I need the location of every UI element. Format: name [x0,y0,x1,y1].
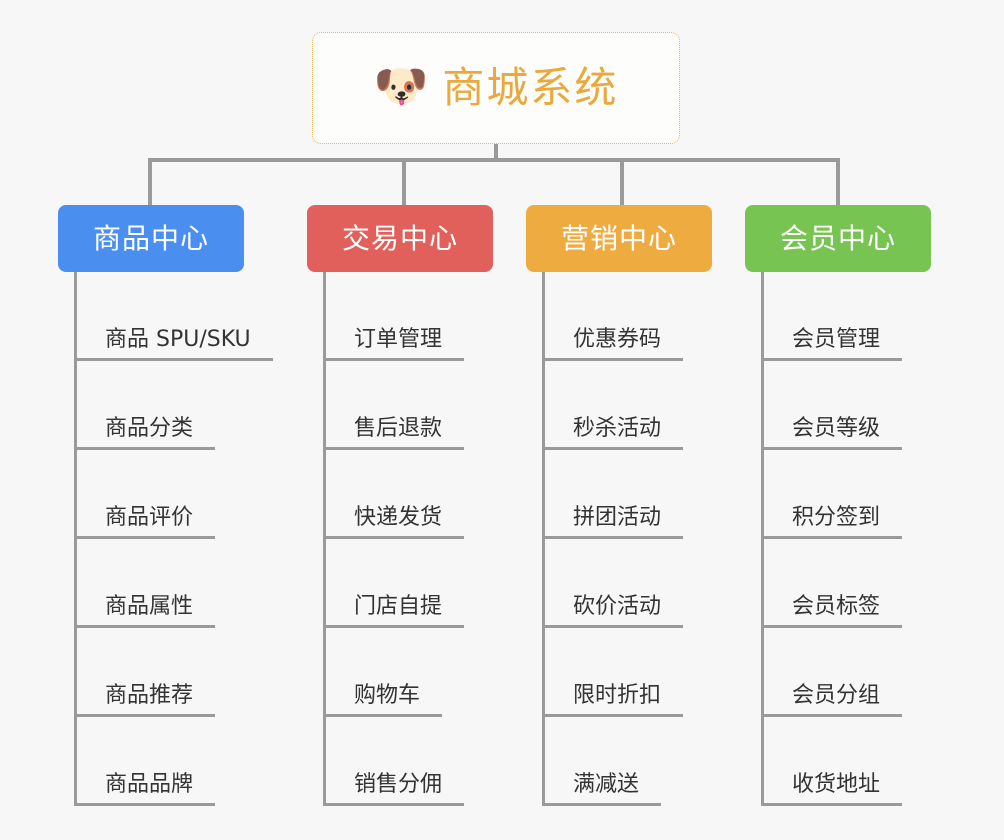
category-column-trade: 交易中心 订单管理 售后退款 快递发货 门店自提 购物车 销售分佣 [307,205,493,806]
list-item[interactable]: 订单管理 [307,272,493,361]
category-spine [74,272,77,806]
branch-drop-connector-3 [620,160,624,207]
list-item-label: 砍价活动 [545,594,684,628]
list-item-label: 会员分组 [764,683,903,717]
category-header-label: 营销中心 [560,221,677,255]
list-item[interactable]: 商品评价 [58,450,244,539]
list-item-label: 快递发货 [326,505,465,539]
category-header-trade[interactable]: 交易中心 [307,205,493,272]
category-column-marketing: 营销中心 优惠券码 秒杀活动 拼团活动 砍价活动 限时折扣 满减送 [526,205,712,806]
root-trunk-connector [494,144,498,162]
category-children-trade: 订单管理 售后退款 快递发货 门店自提 购物车 销售分佣 [307,272,493,806]
list-item[interactable]: 快递发货 [307,450,493,539]
category-header-marketing[interactable]: 营销中心 [526,205,712,272]
list-item[interactable]: 会员管理 [745,272,931,361]
list-item[interactable]: 商品属性 [58,539,244,628]
list-item[interactable]: 拼团活动 [526,450,712,539]
category-children-marketing: 优惠券码 秒杀活动 拼团活动 砍价活动 限时折扣 满减送 [526,272,712,806]
list-item-label: 满减送 [545,772,662,806]
list-item[interactable]: 商品分类 [58,361,244,450]
branch-drop-connector-2 [402,160,406,207]
list-item-label: 销售分佣 [326,772,465,806]
category-spine [542,272,545,806]
category-column-member: 会员中心 会员管理 会员等级 积分签到 会员标签 会员分组 收货地址 [745,205,931,806]
category-spine [323,272,326,806]
list-item-label: 商品 SPU/SKU [77,327,273,361]
list-item-label: 会员管理 [764,327,903,361]
list-item[interactable]: 购物车 [307,628,493,717]
list-item[interactable]: 积分签到 [745,450,931,539]
list-item-label: 收货地址 [764,772,903,806]
branch-drop-connector-4 [836,160,840,207]
list-item-label: 商品推荐 [77,683,216,717]
list-item-label: 商品评价 [77,505,216,539]
list-item[interactable]: 商品推荐 [58,628,244,717]
list-item-label: 秒杀活动 [545,416,684,450]
list-item[interactable]: 商品 SPU/SKU [58,272,273,361]
list-item-label: 售后退款 [326,416,465,450]
category-spine [761,272,764,806]
list-item-label: 积分签到 [764,505,903,539]
list-item[interactable]: 商品品牌 [58,717,244,806]
list-item[interactable]: 限时折扣 [526,628,712,717]
root-node[interactable]: 🐶 商城系统 [312,32,680,144]
list-item-label: 拼团活动 [545,505,684,539]
list-item-label: 商品属性 [77,594,216,628]
category-header-label: 会员中心 [779,221,896,255]
category-children-member: 会员管理 会员等级 积分签到 会员标签 会员分组 收货地址 [745,272,931,806]
list-item[interactable]: 秒杀活动 [526,361,712,450]
category-header-label: 商品中心 [92,221,209,255]
category-header-product[interactable]: 商品中心 [58,205,244,272]
category-header-label: 交易中心 [341,221,458,255]
list-item[interactable]: 收货地址 [745,717,931,806]
list-item-label: 门店自提 [326,594,465,628]
root-title: 商城系统 [442,63,619,112]
list-item[interactable]: 砍价活动 [526,539,712,628]
branch-bus-connector [148,158,840,162]
category-header-member[interactable]: 会员中心 [745,205,931,272]
list-item-label: 限时折扣 [545,683,684,717]
list-item[interactable]: 售后退款 [307,361,493,450]
branch-drop-connector-1 [148,160,152,207]
list-item-label: 商品品牌 [77,772,216,806]
list-item[interactable]: 优惠券码 [526,272,712,361]
list-item-label: 会员等级 [764,416,903,450]
shiba-dog-face-icon: 🐶 [373,61,429,112]
list-item-label: 订单管理 [326,327,465,361]
category-children-product: 商品 SPU/SKU 商品分类 商品评价 商品属性 商品推荐 商品品牌 [58,272,273,806]
list-item-label: 购物车 [326,683,443,717]
list-item-label: 优惠券码 [545,327,684,361]
list-item[interactable]: 会员等级 [745,361,931,450]
list-item[interactable]: 销售分佣 [307,717,493,806]
list-item[interactable]: 门店自提 [307,539,493,628]
list-item-label: 会员标签 [764,594,903,628]
list-item[interactable]: 会员分组 [745,628,931,717]
list-item[interactable]: 满减送 [526,717,712,806]
list-item[interactable]: 会员标签 [745,539,931,628]
category-column-product: 商品中心 商品 SPU/SKU 商品分类 商品评价 商品属性 商品推荐 商品品牌 [58,205,273,806]
list-item-label: 商品分类 [77,416,216,450]
